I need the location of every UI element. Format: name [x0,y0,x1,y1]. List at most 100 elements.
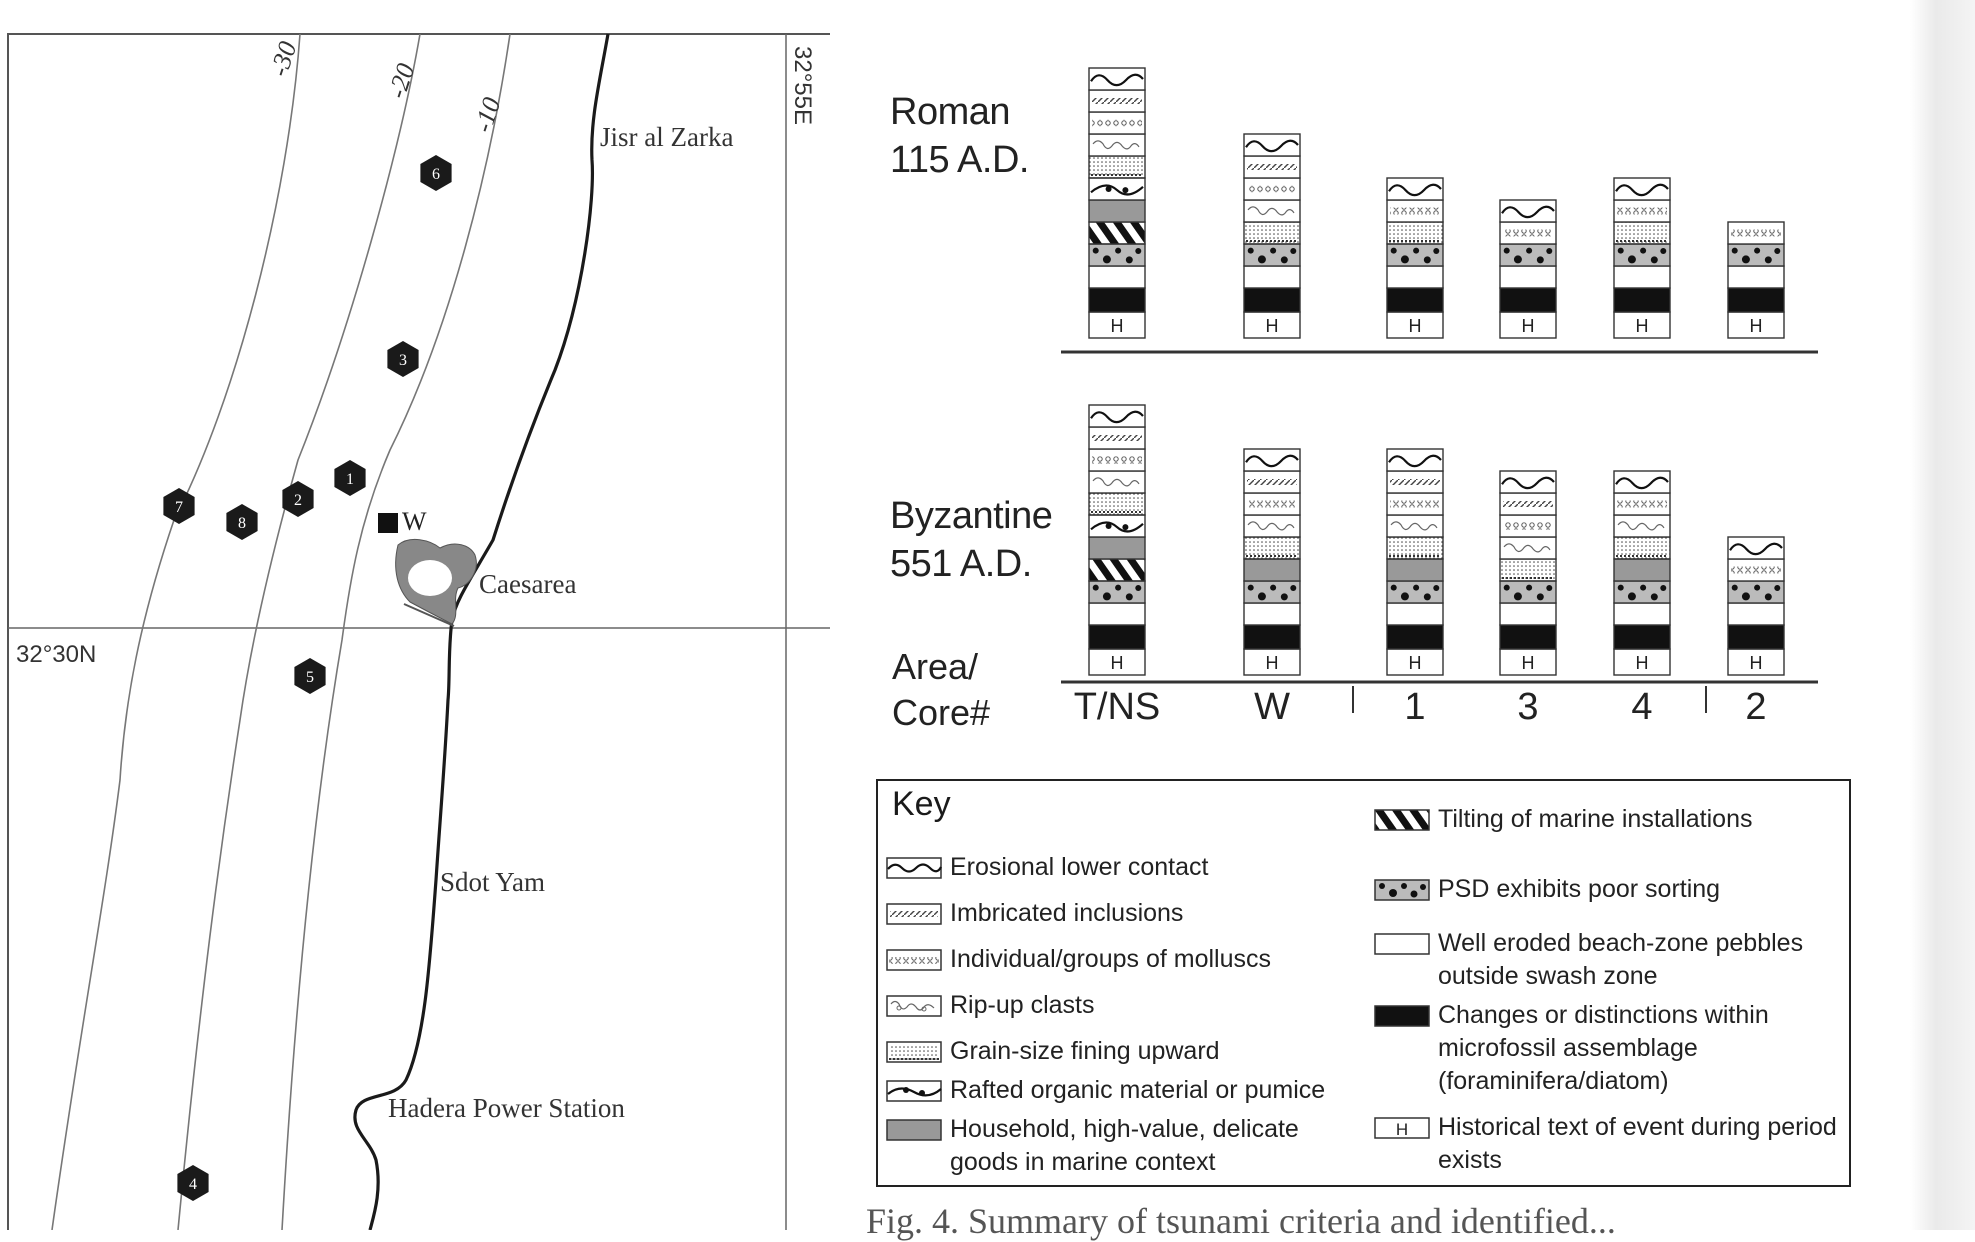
pebble-dot [1627,592,1636,601]
roman-column-1: H [1386,177,1444,339]
pebble-dot [1135,585,1142,592]
layer-tilting [1088,558,1146,582]
core-marker-hexagon [334,460,366,496]
pebble-dot [1774,585,1781,592]
layer-wellpebble [1088,265,1146,289]
ripup-clast-mark [1092,477,1140,487]
mollusc-pattern [1731,566,1781,574]
pebble-dot [1433,248,1440,255]
pebble-dot [1617,247,1624,254]
byz-column-2: H [1727,536,1785,676]
core-marker-5: 5 [294,658,326,694]
layer-erosional [1499,199,1557,223]
site-w-label: W [402,507,427,536]
layer-erosional [1386,177,1444,201]
layer-erosional [1727,536,1785,560]
pebble-dot [1433,585,1440,592]
pebble-dot [1390,584,1397,591]
core-label-2: 2 [1745,686,1767,728]
key-label-microfossil: Changes or distinctions within microfoss… [1438,1001,1769,1095]
layer-microfossil [1727,624,1785,650]
core-marker-hexagon [177,1165,209,1201]
core-label-4: 4 [1631,686,1653,728]
key-item-ripup: Rip-up clasts [886,989,1366,1022]
layer-wellpebble [1613,265,1671,289]
page-edge-shadow [1910,0,1975,1230]
molluscs-icon [886,949,942,971]
location-map: -30 -20 -10 32°55E 32°30N Jisr al Zarka … [7,33,830,1230]
imbricated-pattern [1247,164,1297,170]
imbricated-inclusions-icon [886,903,942,925]
key-item-microfossil: Changes or distinctions within microfoss… [1374,999,1844,1098]
layer-wellpebble [1243,602,1301,626]
key-item-imbricated: Imbricated inclusions [886,897,1366,930]
mollusc-pattern [1247,500,1297,508]
byz-column-1: H [1386,448,1444,676]
area-core-axis-label: Area/ Core# [892,644,990,736]
pebble-dot [1513,592,1522,601]
historical-marker-label: H [1409,316,1422,336]
rafted-line [1090,521,1144,533]
layer-microfossil [1613,287,1671,313]
erosional-wave [1388,454,1442,468]
layer-household [1088,199,1146,223]
longitude-label: 32°55E [789,46,816,125]
core-marker-label: 5 [306,669,314,686]
byzantine-name: Byzantine [890,495,1053,537]
core-marker-hexagon [163,488,195,524]
key-label-tilting: Tilting of marine installations [1438,805,1753,833]
layer-erosional [1613,177,1671,201]
key-label-household: Household, high-value, delicate goods in… [950,1115,1299,1176]
place-jisr-al-zarka: Jisr al Zarka [600,122,733,152]
key-label-rafted: Rafted organic material or pumice [950,1076,1326,1104]
mollusc-pattern [1247,185,1297,193]
layer-household [1243,558,1301,582]
layer-wellpebble [1386,602,1444,626]
layer-erosional [1499,470,1557,494]
contour-line-20 [177,33,421,1230]
layer-microfossil [1243,624,1301,650]
figure-caption: Fig. 4. Summary of tsunami criteria and … [866,1201,1616,1241]
pebble-dot [1102,255,1111,264]
layer-microfossil [1386,624,1444,650]
layer-historical [1088,311,1146,339]
layer-poorsort [1088,580,1146,604]
pebble-dot [1413,247,1420,254]
pebble-dot [1092,247,1099,254]
key-item-grainsize: Grain-size fining upward [886,1035,1366,1068]
roman-column-2: H [1727,221,1785,339]
layer-poorsort [1613,580,1671,604]
pebble-dot [1741,255,1750,264]
axis-line-1: Area/ [892,646,979,687]
pebble-dot [1125,593,1133,601]
layer-erosional [1243,448,1301,472]
pebble-dot [1400,255,1409,264]
site-w-marker [378,513,398,533]
layer-household [1088,536,1146,560]
layer-microfossil [1613,624,1671,650]
key-label-ripup: Rip-up clasts [950,991,1095,1019]
pebble-dot [1546,585,1553,592]
layer-microfossil [1727,287,1785,313]
layer-wellpebble [1088,602,1146,626]
core-marker-hexagon [226,504,258,540]
pebble-dot [1503,584,1510,591]
core-marker-hexagon [387,341,419,377]
core-marker-6: 6 [420,155,452,191]
pebble-dot [1423,593,1431,601]
erosional-wave [1615,476,1669,490]
core-marker-hexagon [420,155,452,191]
erosional-wave [1090,410,1144,424]
core-marker-2: 2 [282,481,314,517]
historical-marker-label: H [1111,653,1124,673]
historical-marker-label: H [1522,316,1535,336]
historical-marker-label: H [1522,653,1535,673]
pebble-dot [1400,592,1409,601]
map-frame [7,33,830,1230]
rafted-dot [1122,187,1129,194]
historical-marker-label: H [1266,316,1279,336]
imbricated-pattern [1503,501,1553,507]
layer-poorsort [1243,243,1301,267]
